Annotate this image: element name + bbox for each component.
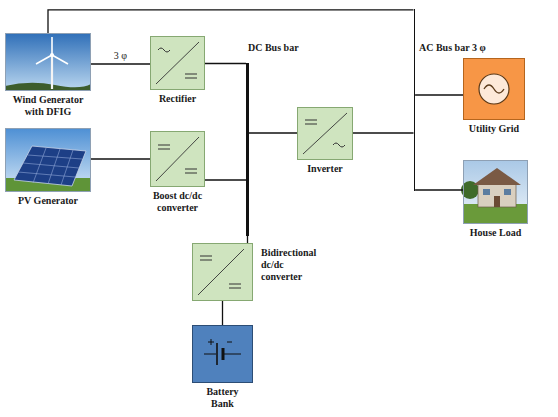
node-caption: Utility Grid bbox=[461, 123, 527, 135]
node-frame bbox=[5, 33, 91, 91]
bidirectional-converter-fill-part bbox=[200, 256, 212, 260]
node-frame bbox=[192, 243, 253, 301]
power-line bbox=[249, 132, 297, 133]
rectifier-fill bbox=[150, 36, 205, 90]
power-line bbox=[48, 10, 414, 33]
bus-label: DC Bus bar bbox=[248, 42, 251, 54]
house-picture-part bbox=[478, 183, 516, 207]
bidirectional-converter-box: Bidirectional dc/dc converter bbox=[192, 243, 323, 301]
pv-panel-picture-part bbox=[14, 146, 86, 186]
inverter-box: Inverter bbox=[295, 107, 355, 175]
utility-grid-icon-part bbox=[484, 85, 504, 93]
house-picture bbox=[461, 160, 528, 224]
boost-converter-fill-part bbox=[158, 145, 170, 149]
boost-converter-box: Boost dc/dc converter bbox=[143, 131, 213, 214]
power-line bbox=[91, 158, 150, 159]
utility-grid-icon-part bbox=[479, 74, 509, 104]
power-line bbox=[91, 63, 150, 64]
node-caption: Wind Generator with DFIG bbox=[5, 94, 91, 118]
dc-bus-bar: DC Bus bar bbox=[246, 63, 249, 236]
wind-turbine-picture-part bbox=[51, 37, 53, 55]
bidirectional-converter-fill-part bbox=[229, 284, 241, 288]
battery-icon-part bbox=[208, 339, 214, 345]
boost-converter-fill-part bbox=[185, 169, 197, 173]
node-frame bbox=[463, 58, 525, 120]
wind-turbine-picture-part bbox=[51, 56, 53, 89]
pv-panel-picture bbox=[5, 128, 91, 192]
wind-turbine-picture-part bbox=[52, 55, 68, 64]
phase-label: 3 φ bbox=[113, 50, 128, 62]
power-line bbox=[415, 94, 463, 95]
rectifier-fill-part bbox=[150, 36, 205, 90]
pv-panel-picture-part bbox=[5, 128, 91, 192]
utility-grid-icon-part bbox=[463, 58, 525, 120]
battery-icon-part bbox=[216, 343, 218, 365]
house-picture-part bbox=[494, 196, 500, 207]
bidirectional-converter-fill bbox=[192, 243, 253, 301]
node-caption: Boost dc/dc converter bbox=[143, 190, 213, 214]
utility-grid: Utility Grid bbox=[461, 58, 527, 135]
power-line bbox=[415, 189, 463, 190]
battery-bank: Battery Bank bbox=[192, 325, 253, 410]
wind-turbine-picture-part bbox=[5, 33, 91, 91]
node-caption: Inverter bbox=[295, 163, 355, 175]
rectifier-fill-part bbox=[185, 74, 197, 78]
bus-label: AC Bus bar 3 φ bbox=[419, 42, 421, 54]
wind-turbine-picture-part bbox=[5, 83, 91, 91]
node-frame bbox=[5, 128, 91, 192]
node-frame bbox=[150, 131, 205, 187]
power-line bbox=[205, 63, 246, 64]
inverter-fill-part bbox=[297, 107, 353, 160]
battery-icon bbox=[192, 325, 253, 383]
power-line bbox=[205, 179, 246, 180]
rectifier-fill-part bbox=[156, 42, 199, 84]
house-picture-part bbox=[483, 189, 490, 195]
node-caption: Battery Bank bbox=[200, 386, 245, 410]
node-frame bbox=[297, 107, 353, 160]
caption-column: Bidirectional dc/dc converter bbox=[261, 247, 323, 283]
ac-bus-bar: AC Bus bar 3 φ bbox=[414, 9, 416, 191]
node-caption: PV Generator bbox=[5, 195, 91, 207]
wind-generator: Wind Generator with DFIG bbox=[5, 33, 91, 118]
power-line bbox=[247, 236, 248, 243]
power-line bbox=[222, 301, 223, 325]
node-caption: Bidirectional dc/dc converter bbox=[261, 247, 323, 283]
bus-bar-line bbox=[414, 9, 416, 191]
node-caption: Rectifier bbox=[148, 93, 208, 105]
utility-grid-icon bbox=[463, 58, 525, 120]
node-frame bbox=[150, 36, 205, 90]
inverter-fill-part bbox=[303, 113, 347, 154]
bidirectional-converter-fill-part bbox=[192, 243, 253, 301]
wind-turbine-picture bbox=[5, 33, 91, 91]
node-frame bbox=[463, 160, 528, 224]
bidirectional-converter-fill-part bbox=[198, 249, 244, 295]
bus-bar-line bbox=[246, 63, 249, 236]
house-load: House Load bbox=[461, 160, 531, 239]
power-line bbox=[353, 132, 414, 133]
pv-panel-picture-part bbox=[18, 148, 82, 185]
pv-generator: PV Generator bbox=[5, 128, 91, 207]
battery-icon-part bbox=[192, 325, 253, 383]
battery-icon-part bbox=[227, 342, 232, 343]
boost-converter-fill-part bbox=[156, 137, 199, 181]
house-picture-part bbox=[504, 189, 511, 195]
inverter-fill-part bbox=[333, 143, 345, 147]
inverter-fill-part bbox=[305, 120, 317, 124]
rectifier-box: Rectifier bbox=[148, 36, 208, 105]
wind-turbine-picture-part bbox=[36, 55, 52, 64]
boost-converter-fill bbox=[150, 131, 205, 187]
rectifier-fill-part bbox=[158, 48, 170, 52]
inverter-fill bbox=[297, 107, 353, 160]
node-caption: House Load bbox=[461, 227, 531, 239]
battery-icon-part bbox=[222, 348, 225, 360]
edge-label-holder: 3 φ bbox=[113, 50, 128, 62]
house-picture-part bbox=[473, 168, 521, 185]
wind-turbine-picture-part bbox=[50, 53, 54, 57]
node-frame bbox=[192, 325, 253, 383]
boost-converter-fill-part bbox=[150, 131, 205, 187]
